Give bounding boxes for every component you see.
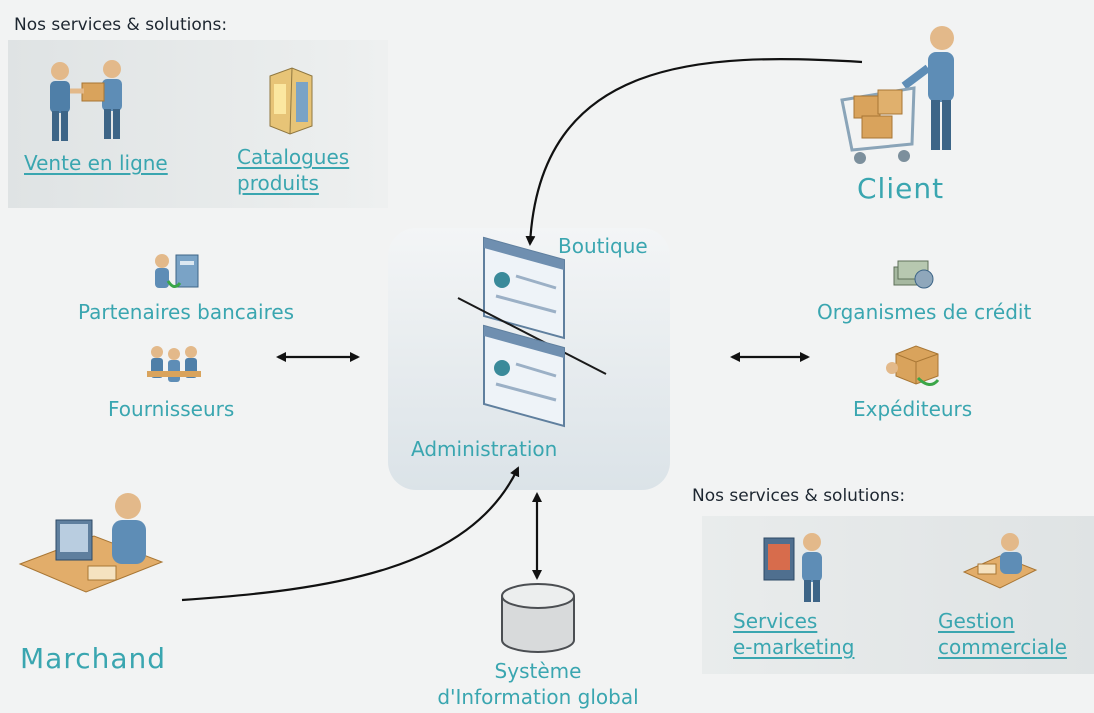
bank-partner-icon: [155, 254, 199, 288]
desk-worker-icon: [962, 533, 1038, 589]
bottom-services-heading: Nos services & solutions:: [692, 486, 906, 506]
client-shopping-cart-icon: [840, 26, 954, 164]
emarketing-person-icon: [763, 533, 822, 602]
vente-en-ligne-link[interactable]: Vente en ligne: [24, 151, 168, 175]
top-services-heading: Nos services & solutions:: [14, 15, 228, 35]
fournisseurs-label: Fournisseurs: [108, 397, 235, 421]
client-label: Client: [857, 172, 945, 205]
boutique-administration-screens-icon: [457, 236, 607, 428]
marchand-label: Marchand: [20, 642, 167, 675]
merchant-desk-icon: [18, 493, 164, 593]
marchand-to-administration-arrow: [181, 466, 520, 602]
gestion-commerciale-link[interactable]: Gestion commerciale: [938, 609, 1067, 659]
services-emarketing-link[interactable]: Services e-marketing: [733, 609, 855, 659]
boutique-screen: [483, 236, 565, 340]
partenaires-bancaires-label: Partenaires bancaires: [78, 300, 295, 324]
database-cylinder-icon: [501, 583, 575, 653]
handshake-delivery-icon: [50, 60, 122, 141]
catalog-box-icon: [269, 67, 313, 135]
catalogues-produits-link[interactable]: Catalogues produits: [237, 145, 350, 195]
administration-screen: [483, 324, 565, 428]
suppliers-group-icon: [147, 346, 201, 382]
systeme-information-label: Système d'Information global: [437, 659, 639, 709]
credit-money-icon: [893, 260, 934, 289]
client-to-boutique-arrow: [525, 57, 863, 246]
administration-label: Administration: [411, 437, 558, 461]
boutique-label: Boutique: [558, 234, 648, 258]
organismes-de-credit-label: Organismes de crédit: [817, 300, 1032, 324]
shipping-box-icon: [886, 345, 940, 386]
top-services-panel: [8, 40, 388, 208]
expediteurs-label: Expéditeurs: [853, 397, 973, 421]
